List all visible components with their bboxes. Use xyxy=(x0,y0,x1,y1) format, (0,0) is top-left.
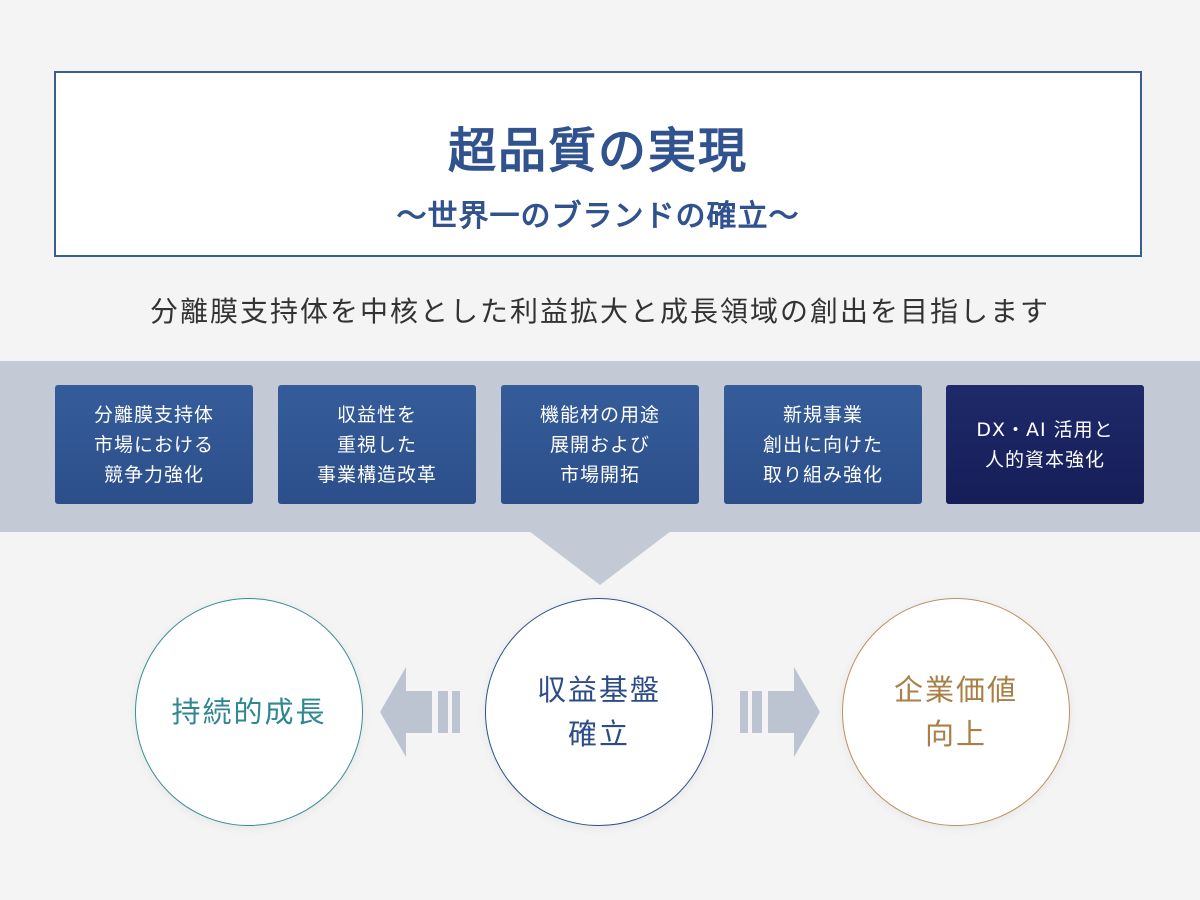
left-arrow-icon xyxy=(380,667,460,757)
page-title: 超品質の実現 xyxy=(447,123,748,179)
outcome-label: 企業価値 向上 xyxy=(893,673,1018,751)
outcome-label: 持続的成長 xyxy=(171,695,327,729)
tagline: 分離膜支持体を中核とした利益拡大と成長領域の創出を目指します xyxy=(149,295,1050,328)
initiative-label: 収益性を 重視した 事業構造改革 xyxy=(316,403,437,486)
right-arrow-icon xyxy=(740,667,820,757)
initiative-label: DX・AI 活用と 人的資本強化 xyxy=(976,418,1114,471)
outcome-circle-corporate-value: 企業価値 向上 xyxy=(842,598,1070,826)
outcome-circle-profit-base: 収益基盤 確立 xyxy=(485,598,713,826)
initiative-label: 機能材の用途 展開および 市場開拓 xyxy=(539,403,660,486)
initiative-card-2: 収益性を 重視した 事業構造改革 xyxy=(278,385,476,504)
band-down-pointer xyxy=(529,531,671,585)
outcome-label: 収益基盤 確立 xyxy=(536,673,661,751)
outcome-circle-sustainable-growth: 持続的成長 xyxy=(135,598,363,826)
initiative-card-4: 新規事業 創出に向けた 取り組み強化 xyxy=(724,385,922,504)
initiative-card-1: 分離膜支持体 市場における 競争力強化 xyxy=(55,385,253,504)
initiative-card-3: 機能材の用途 展開および 市場開拓 xyxy=(501,385,699,504)
initiative-label: 新規事業 創出に向けた 取り組み強化 xyxy=(762,403,883,486)
initiative-label: 分離膜支持体 市場における 競争力強化 xyxy=(93,403,214,486)
initiative-card-5: DX・AI 活用と 人的資本強化 xyxy=(946,385,1144,504)
title-box: 超品質の実現 〜世界一のブランドの確立〜 xyxy=(54,71,1142,257)
page-subtitle: 〜世界一のブランドの確立〜 xyxy=(396,199,800,234)
